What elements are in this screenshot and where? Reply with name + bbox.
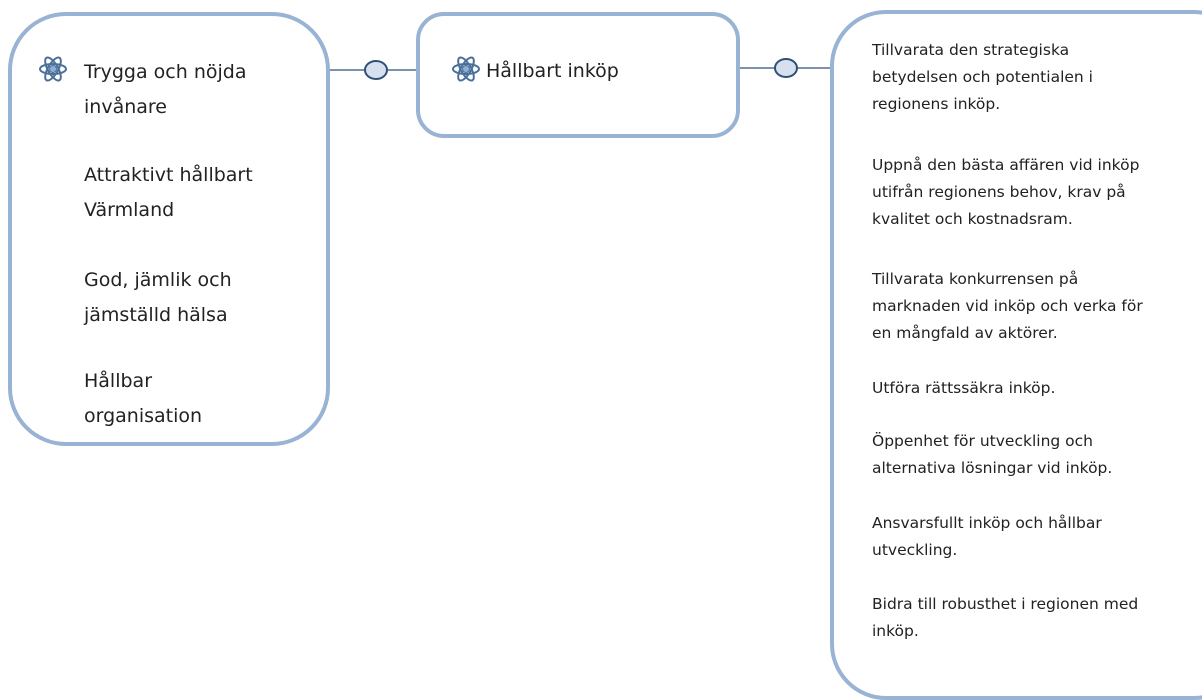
goal-line: inköp. <box>872 622 919 640</box>
inkop-goals-box <box>830 10 1202 700</box>
atom-star-icon <box>452 56 480 82</box>
atom-star-icon <box>39 56 67 82</box>
goal-line: utveckling. <box>872 541 958 559</box>
connector-node-left <box>364 60 388 80</box>
vision-item-attraktivt: Attraktivt hållbart Värmland <box>84 158 253 228</box>
hallbart-inkop-box <box>416 12 740 138</box>
goal-line: Öppenhet för utveckling och <box>872 432 1093 450</box>
goal-line: betydelsen och potentialen i <box>872 68 1093 86</box>
goal-line: en mångfald av aktörer. <box>872 324 1058 342</box>
goal-line: kvalitet och kostnadsram. <box>872 210 1073 228</box>
vision-goals-box <box>8 12 330 446</box>
goal-line: Tillvarata konkurrensen på <box>872 270 1079 288</box>
hallbart-inkop-title: Hållbart inköp <box>486 60 619 82</box>
goal-item-oppenhet: Öppenhet för utveckling och alternativa … <box>872 428 1202 482</box>
goal-item-rattssakra: Utföra rättssäkra inköp. <box>872 375 1202 402</box>
goal-line: Tillvarata den strategiska <box>872 41 1070 59</box>
goal-line: Utföra rättssäkra inköp. <box>872 379 1056 397</box>
goal-line: Ansvarsfullt inköp och hållbar <box>872 514 1102 532</box>
connector-node-right <box>774 58 798 78</box>
goal-line: Uppnå den bästa affären vid inköp <box>872 156 1140 174</box>
goal-line: marknaden vid inköp och verka för <box>872 297 1143 315</box>
goal-item-robusthet: Bidra till robusthet i regionen med inkö… <box>872 591 1202 645</box>
vision-item-line: organisation <box>84 405 203 427</box>
vision-item-line: Attraktivt hållbart <box>84 164 253 186</box>
goal-line: Bidra till robusthet i regionen med <box>872 595 1139 613</box>
vision-item-line: Trygga och nöjda <box>84 61 247 83</box>
vision-item-halsa: God, jämlik och jämställd hälsa <box>84 263 232 333</box>
connector-lines <box>330 58 832 80</box>
vision-item-trygga: Trygga och nöjda invånare <box>84 55 246 125</box>
goal-line: alternativa lösningar vid inköp. <box>872 459 1113 477</box>
goal-line: regionens inköp. <box>872 95 1001 113</box>
vision-item-line: jämställd hälsa <box>84 304 228 326</box>
vision-item-line: God, jämlik och <box>84 269 232 291</box>
vision-item-line: Hållbar <box>84 370 153 392</box>
goal-item-ansvarsfullt: Ansvarsfullt inköp och hållbar utvecklin… <box>872 510 1202 564</box>
vision-item-organisation: Hållbar organisation <box>84 364 202 434</box>
goal-item-strategiska: Tillvarata den strategiska betydelsen oc… <box>872 37 1202 118</box>
vision-item-line: invånare <box>84 96 167 118</box>
goal-line: utifrån regionens behov, krav på <box>872 183 1126 201</box>
goal-item-affaren: Uppnå den bästa affären vid inköp utifrå… <box>872 152 1202 233</box>
vision-item-line: Värmland <box>84 199 175 221</box>
goal-item-konkurrensen: Tillvarata konkurrensen på marknaden vid… <box>872 266 1202 347</box>
